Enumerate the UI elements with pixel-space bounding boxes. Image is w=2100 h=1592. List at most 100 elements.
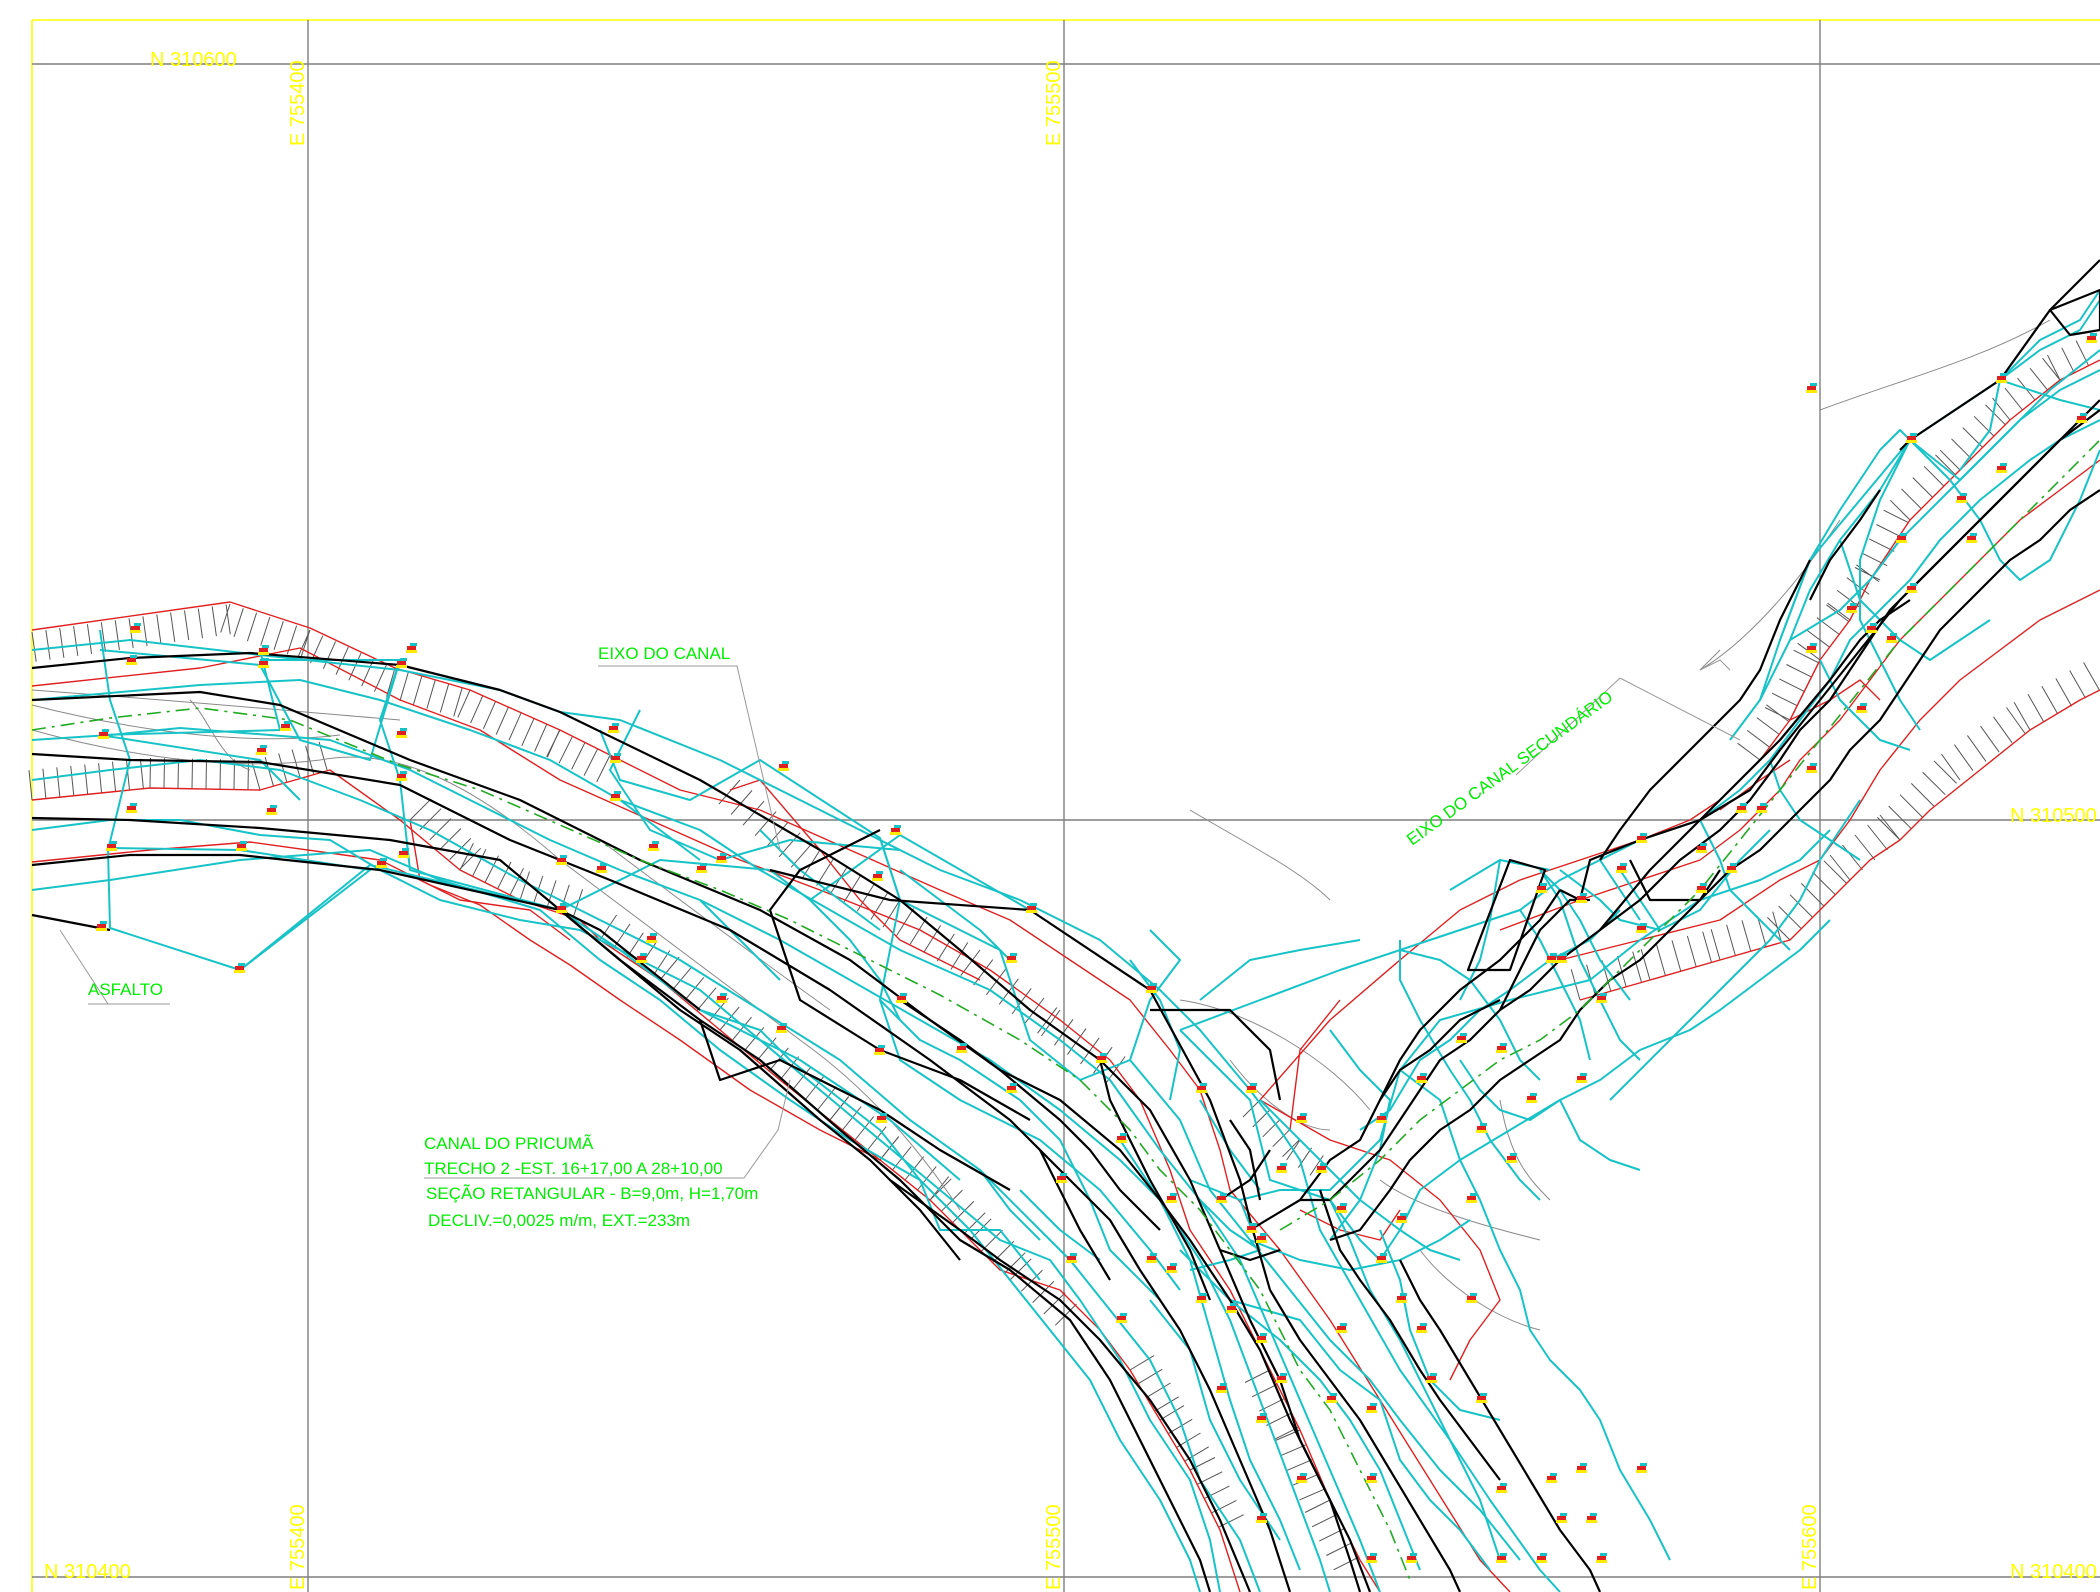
slope-tick — [854, 1116, 875, 1141]
slope-tick — [843, 875, 862, 903]
survey-point-marker — [874, 1045, 885, 1055]
slope-tick — [1656, 944, 1666, 976]
slope-tick — [1671, 940, 1682, 972]
survey-point-marker — [1476, 1123, 1487, 1133]
slope-tick — [1293, 1473, 1320, 1486]
slope-tick — [149, 757, 151, 789]
slope-tick — [671, 966, 692, 991]
survey-point-marker — [1886, 633, 1897, 643]
slope-tick — [184, 610, 190, 641]
slope-tick — [1280, 1444, 1307, 1457]
slope-tick — [112, 761, 117, 792]
slope-tick — [2061, 347, 2075, 374]
slope-tick — [2042, 357, 2061, 381]
survey-point-marker — [1246, 1223, 1257, 1233]
slope-tick — [2006, 707, 2026, 734]
survey-point-marker — [956, 1043, 967, 1053]
slope-tick — [2069, 670, 2087, 699]
slope-tick — [1846, 577, 1870, 595]
slope-tick — [1793, 649, 1819, 664]
slope-tick — [829, 866, 848, 895]
survey-point-marker — [396, 728, 407, 738]
survey-point-marker — [1196, 1293, 1207, 1303]
slope-tick — [2083, 662, 2100, 691]
slope-tick — [177, 758, 179, 789]
slope-tick — [1632, 951, 1642, 983]
survey-point-marker — [1006, 1083, 1017, 1093]
slope-tick — [70, 765, 75, 796]
survey-point-marker — [876, 1113, 887, 1123]
survey-point-marker — [872, 871, 883, 881]
survey-point-marker — [1506, 1153, 1517, 1163]
slope-tick — [1940, 753, 1961, 781]
survey-point-marker — [396, 771, 407, 781]
survey-point-marker — [280, 721, 291, 731]
slope-tick — [156, 614, 162, 645]
survey-point-marker — [1396, 1213, 1407, 1223]
survey-point-marker — [1456, 1033, 1467, 1043]
survey-point-marker — [1226, 1303, 1237, 1313]
survey-point-marker — [1216, 1383, 1227, 1393]
slope-tick — [521, 718, 535, 747]
slope-tick — [409, 798, 432, 821]
slope-tick — [260, 616, 271, 646]
slope-tick — [225, 604, 231, 635]
slope-tick — [482, 701, 497, 730]
slope-tick — [1854, 834, 1876, 861]
slope-tick — [1876, 524, 1902, 538]
slope-tick — [742, 800, 765, 826]
slope-tick — [532, 875, 544, 905]
slope-tick — [459, 842, 474, 871]
slope-tick — [1879, 814, 1901, 841]
slope-tick — [56, 767, 61, 798]
survey-point-marker — [636, 953, 647, 963]
slope-tick — [696, 987, 717, 1012]
slope-tick — [470, 695, 484, 724]
survey-point-marker — [1336, 1323, 1347, 1333]
slope-tick — [459, 847, 482, 870]
eixo-canal-secundario-label: EIXO DO CANAL SECUNDÁRIO — [1403, 687, 1616, 849]
slope-tick — [197, 608, 203, 639]
slope-tick — [1299, 1488, 1326, 1501]
survey-point-marker — [596, 863, 607, 873]
northing-label-bottom-right: N 310400 — [2010, 1561, 2097, 1583]
slope-tick — [829, 1096, 850, 1121]
slope-tick — [509, 867, 524, 896]
survey-point-marker — [126, 655, 137, 665]
slope-tick — [1746, 730, 1770, 748]
survey-point-marker — [126, 803, 137, 813]
survey-point-marker — [1276, 1163, 1287, 1173]
slope-tick — [84, 764, 89, 795]
survey-point-marker — [1526, 1093, 1537, 1103]
slope-tick — [386, 667, 396, 697]
survey-point-marker — [890, 825, 901, 835]
survey-point-marker — [258, 645, 269, 655]
survey-point-marker — [1146, 1253, 1157, 1263]
slope-tick — [856, 883, 875, 912]
survey-point-marker — [556, 855, 567, 865]
slope-tick — [1779, 678, 1805, 692]
drawing-frame — [31, 19, 2100, 1592]
slope-tick — [1053, 1019, 1074, 1046]
survey-point-marker — [1966, 533, 1977, 543]
slope-tick — [519, 871, 530, 901]
survey-point-marker — [1246, 1083, 1257, 1093]
survey-point-marker — [1496, 1483, 1507, 1493]
slope-tick — [286, 625, 298, 655]
slope-tick — [163, 758, 165, 789]
contour-lines — [31, 319, 2051, 1331]
survey-point-marker — [1366, 1403, 1377, 1413]
slope-tick — [497, 861, 512, 890]
survey-point-marker — [1996, 373, 2007, 383]
survey-point-marker — [1596, 1553, 1607, 1563]
slope-tick — [2041, 686, 2059, 715]
slope-tick — [322, 641, 337, 670]
slope-tick — [1812, 871, 1836, 896]
slope-tick — [412, 675, 423, 705]
survey-point-marker — [98, 729, 109, 739]
slope-tick — [1910, 783, 1935, 807]
canal-boundary — [31, 359, 2100, 1592]
slope-tick — [273, 621, 284, 650]
slope-tick — [1756, 717, 1780, 735]
survey-point-marker — [1546, 953, 1557, 963]
